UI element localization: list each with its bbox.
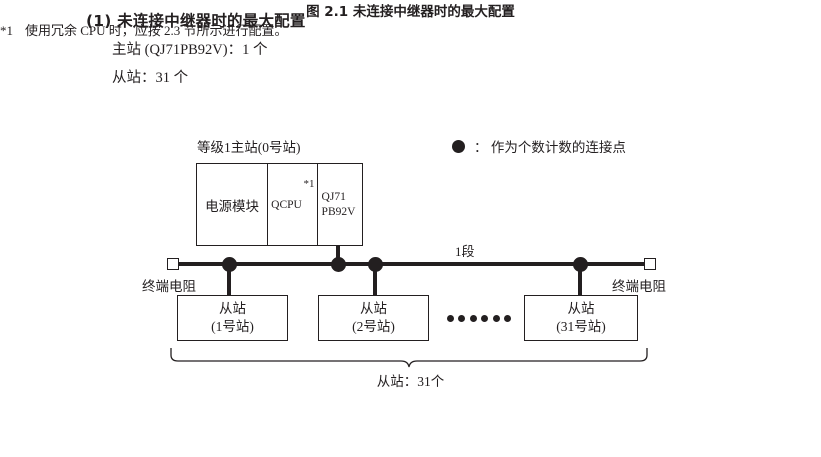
ellipsis-dots <box>447 311 511 325</box>
slave-station-title: 从站 <box>219 301 246 317</box>
slave-station-box: 从站 (31号站) <box>524 295 638 341</box>
drop-line-slave-31 <box>578 264 582 296</box>
spec-slave-count: 从站：31 个 <box>112 70 189 86</box>
slave-range-brace <box>170 348 648 368</box>
power-module-label: 电源模块 <box>205 198 260 214</box>
rack-cell-network-module: QJ71 PB92V <box>318 164 362 245</box>
network-module-label-line2: PB92V <box>321 205 356 218</box>
terminating-resistor-right-icon <box>644 258 656 270</box>
master-station-label: 等级1主站(0号站) <box>197 140 301 155</box>
network-module-label: QJ71 PB92V <box>318 190 356 219</box>
ellipsis-dot <box>503 314 511 322</box>
filled-circle-icon <box>452 139 465 153</box>
slave-station-number: (1号站) <box>211 319 254 334</box>
spec-master-count: 主站 (QJ71PB92V)：1 个 <box>112 42 268 58</box>
ellipsis-dot <box>469 314 477 322</box>
slave-station-box: 从站 (1号站) <box>177 295 288 341</box>
footnote: *1 使用冗余 CPU 时，应按 2.3 节所示进行配置。 <box>0 20 821 39</box>
cpu-label: QCPU <box>271 198 302 211</box>
rack-cell-cpu: QCPU *1 <box>268 164 318 245</box>
legend-label: ： 作为个数计数的连接点 <box>474 140 626 155</box>
slave-station-number: (2号站) <box>352 319 395 334</box>
rack-cell-power-module: 电源模块 <box>197 164 269 245</box>
heading-block: (1) 未连接中继器时的最大配置 主站 (QJ71PB92V)：1 个 从站：3… <box>86 9 606 87</box>
ellipsis-dot <box>492 314 500 322</box>
slave-total-caption: 从站：31个 <box>376 374 445 389</box>
legend: ： 作为个数计数的连接点 <box>452 136 626 156</box>
ellipsis-dot <box>458 314 466 322</box>
footnote-text: 使用冗余 CPU 时，应按 2.3 节所示进行配置。 <box>25 23 288 38</box>
slave-station-number: (31号站) <box>556 319 606 334</box>
slave-station-box: 从站 (2号站) <box>318 295 429 341</box>
connection-point-dot <box>330 256 346 272</box>
terminating-resistor-left-icon <box>167 258 179 270</box>
ellipsis-dot <box>481 314 489 322</box>
slave-station-title: 从站 <box>360 301 387 317</box>
drop-line-master <box>336 246 340 264</box>
segment-label: 1段 <box>455 244 475 259</box>
drop-line-slave-1 <box>227 264 231 296</box>
master-station-rack: 电源模块 QCPU *1 QJ71 PB92V <box>196 163 363 246</box>
bus-trunk-line <box>177 262 646 266</box>
network-module-label-line1: QJ71 <box>321 191 346 204</box>
terminating-resistor-left-label: 终端电阻 <box>142 279 196 294</box>
drop-line-slave-2 <box>373 264 377 296</box>
ellipsis-dot <box>447 314 454 322</box>
cpu-footnote-marker: *1 <box>303 178 315 190</box>
page-title: (1) 未连接中继器时的最大配置 <box>86 12 306 30</box>
figure-caption: 图 2.1 未连接中继器时的最大配置 <box>306 4 515 20</box>
terminating-resistor-right-label: 终端电阻 <box>612 279 666 294</box>
slave-station-title: 从站 <box>567 301 595 317</box>
footnote-marker: *1 <box>0 23 13 38</box>
